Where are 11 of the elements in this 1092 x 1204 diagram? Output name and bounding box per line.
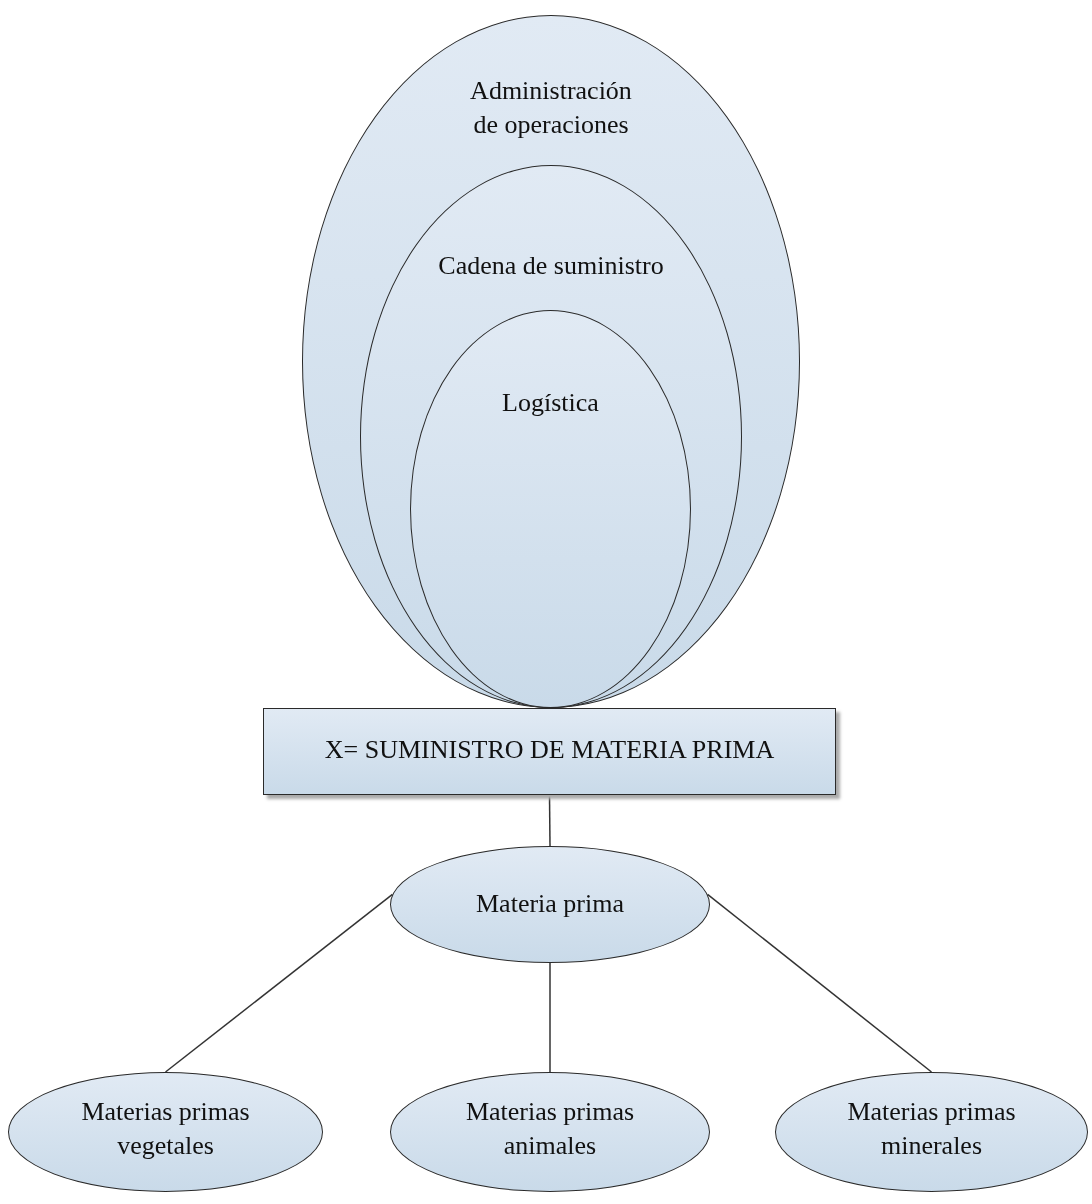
node-label: Materias primas minerales <box>846 1096 1017 1162</box>
node-label: Materia prima <box>475 888 625 920</box>
node-label: Administración de operaciones <box>469 75 633 141</box>
node-label: X= SUMINISTRO DE MATERIA PRIMA <box>323 734 776 766</box>
process-box <box>263 708 836 795</box>
connector-line <box>549 962 551 1073</box>
node-label: Logística <box>501 387 600 419</box>
node-label: Materias primas animales <box>464 1096 636 1162</box>
node-label: Materias primas vegetales <box>80 1096 251 1162</box>
node-label: Cadena de suministro <box>437 250 665 282</box>
connector-line <box>548 794 551 847</box>
